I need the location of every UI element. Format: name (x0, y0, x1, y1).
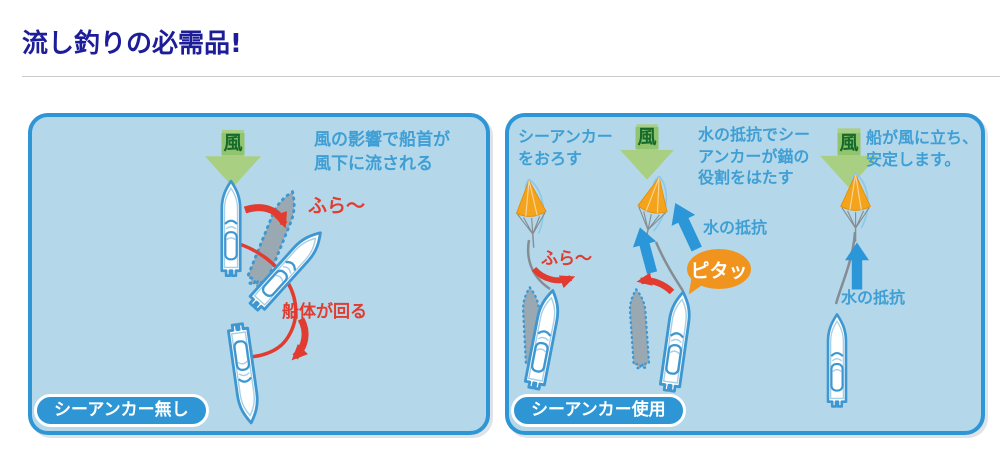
boat-icon (226, 321, 263, 426)
wind-arrow-icon: 風 (820, 126, 878, 190)
ghost-boat-icon (627, 287, 651, 370)
panel-without-anchor: 風 (28, 113, 490, 435)
red-curved-arrow-icon (531, 266, 576, 289)
panel-with-anchor: 風 風 (505, 113, 985, 435)
caption-stable: 船が風に立ち、 安定します。 (866, 128, 979, 169)
annotation-hull-rotates: 船体が回る (282, 302, 367, 322)
badge-without-anchor: シーアンカー無し (34, 393, 209, 427)
annotation-snap-bubble: ピタッ (687, 249, 751, 289)
annotation-wobble: ふら〜 (308, 195, 366, 217)
anchor-rope-line (526, 239, 551, 291)
red-curved-arrow-icon (636, 272, 675, 295)
caption-wind-effect: 風の影響で船首が 風下に流される (314, 130, 450, 175)
badge-with-anchor: シーアンカー使用 (511, 393, 686, 427)
red-curved-arrow-icon (291, 317, 309, 361)
boat-icon (826, 312, 848, 408)
annotation-wobble: ふら〜 (541, 249, 592, 269)
divider (22, 76, 1000, 77)
caption-drop-anchor: シーアンカー をおろす (518, 127, 613, 168)
wind-label: 風 (837, 132, 861, 155)
boat-icon (658, 289, 695, 394)
boat-icon (220, 179, 242, 278)
water-resistance-arrow-icon (663, 197, 709, 255)
red-curved-arrow-icon (232, 240, 298, 365)
anchor-rope-line (654, 241, 685, 292)
sea-anchor-icon (839, 172, 872, 243)
label-water-resistance: 水の抵抗 (841, 288, 906, 307)
wind-arrow-icon: 風 (620, 120, 674, 184)
sea-anchor-icon (629, 172, 675, 248)
sea-anchor-icon (513, 177, 550, 250)
label-water-resistance: 水の抵抗 (703, 218, 768, 237)
wind-label: 風 (635, 126, 659, 149)
wind-arrow-icon: 風 (205, 126, 261, 191)
page-title: 流し釣りの必需品! (22, 29, 242, 60)
diagram-without-anchor (220, 179, 330, 426)
caption-anchor-role: 水の抵抗でシー アンカーが錨の 役割をはたす (698, 125, 811, 188)
red-curved-arrow-icon (243, 204, 288, 229)
anchor-rope-line (834, 231, 857, 305)
wind-label: 風 (221, 132, 245, 155)
diagram-with-anchor (513, 172, 872, 408)
